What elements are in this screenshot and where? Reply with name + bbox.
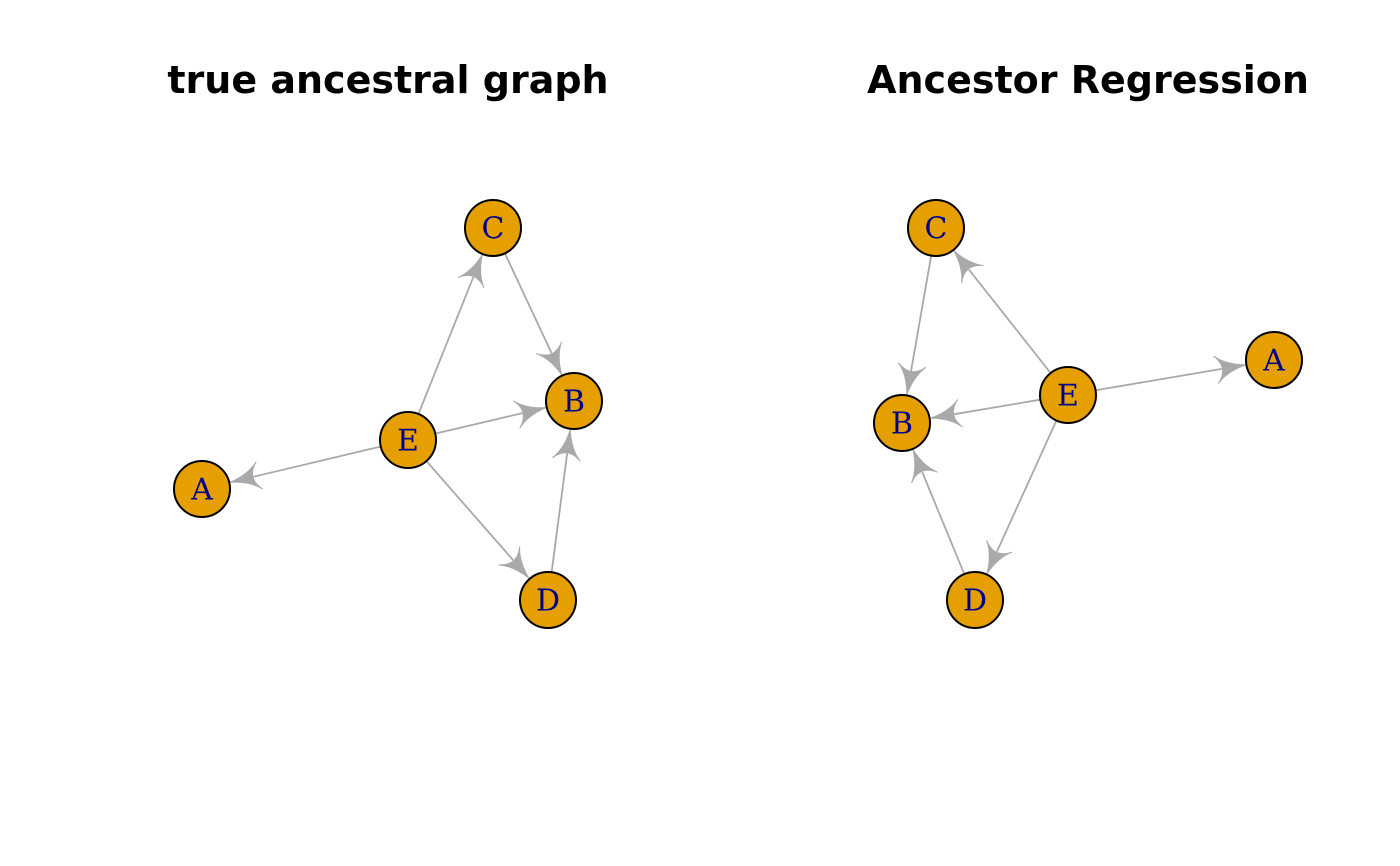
node-circle <box>873 394 931 452</box>
arrowhead <box>911 449 938 484</box>
edge-line <box>504 253 553 354</box>
edge-line <box>550 453 569 572</box>
edge-line <box>996 421 1057 553</box>
node-circle <box>907 199 965 257</box>
node-label: A <box>1262 344 1285 379</box>
node-label: D <box>963 584 987 619</box>
edge-E-D <box>426 461 530 579</box>
edge-E-A <box>1096 355 1246 392</box>
panel-ancestor-regression: Ancestor Regression A B C D E <box>867 58 1309 629</box>
edge-E-B <box>930 398 1040 428</box>
arrowhead <box>498 546 530 579</box>
edge-E-A <box>230 445 380 490</box>
edge-line <box>436 412 523 435</box>
arrowhead <box>986 540 1013 574</box>
edge-C-B <box>897 256 932 395</box>
arrowhead <box>457 254 485 289</box>
node-B: B <box>873 394 931 452</box>
edge-line <box>954 398 1040 416</box>
edge-line <box>417 276 475 414</box>
panel-true-ancestral-graph: true ancestral graph A B C D E <box>167 58 609 629</box>
panel-title: true ancestral graph <box>167 58 608 102</box>
arrowhead <box>1213 355 1246 384</box>
node-circle <box>545 372 603 430</box>
edge-line <box>426 461 514 561</box>
edge-layer <box>230 253 581 579</box>
node-circle <box>464 199 522 257</box>
node-B: B <box>545 372 603 430</box>
arrowhead <box>897 362 927 395</box>
edge-D-B <box>911 449 965 574</box>
arrowhead <box>230 461 263 490</box>
node-E: E <box>1039 366 1097 424</box>
node-label: C <box>925 212 948 247</box>
edge-E-C <box>953 250 1051 373</box>
node-circle <box>519 571 577 629</box>
arrowhead <box>953 250 984 284</box>
edge-line <box>910 256 932 371</box>
arrowhead <box>513 400 546 429</box>
node-layer: A B C D E <box>873 199 1303 629</box>
node-label: E <box>1057 379 1079 414</box>
node-A: A <box>1245 331 1303 389</box>
arrowhead <box>536 341 563 376</box>
edge-line <box>1096 367 1222 392</box>
node-circle <box>173 460 231 518</box>
edge-E-D <box>986 421 1057 574</box>
node-label: B <box>563 385 585 420</box>
edge-layer <box>897 250 1246 574</box>
edge-line <box>921 471 965 574</box>
arrowhead <box>552 429 581 462</box>
node-circle <box>946 571 1004 629</box>
edge-E-B <box>436 400 546 435</box>
node-E: E <box>379 411 437 469</box>
node-A: A <box>173 460 231 518</box>
panel-title: Ancestor Regression <box>867 58 1309 102</box>
node-circle <box>1039 366 1097 424</box>
node-label: B <box>891 407 913 442</box>
node-C: C <box>464 199 522 257</box>
edge-E-C <box>417 254 485 414</box>
node-label: E <box>397 424 419 459</box>
node-label: C <box>482 212 505 247</box>
node-label: D <box>536 584 560 619</box>
node-D: D <box>519 571 577 629</box>
edge-C-B <box>504 253 563 376</box>
edge-D-B <box>550 429 581 572</box>
node-circle <box>1245 331 1303 389</box>
node-label: A <box>190 473 213 508</box>
arrowhead <box>930 399 963 428</box>
node-D: D <box>946 571 1004 629</box>
edge-line <box>253 445 380 478</box>
edge-line <box>968 269 1051 373</box>
node-layer: A B C D E <box>173 199 603 629</box>
node-circle <box>379 411 437 469</box>
node-C: C <box>907 199 965 257</box>
